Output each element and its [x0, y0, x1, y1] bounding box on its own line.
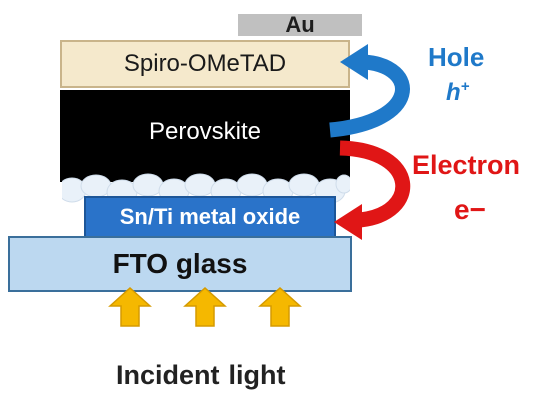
incident-light-caption: Incident light — [116, 360, 286, 391]
light-word: light — [228, 360, 286, 390]
electron-label: Electron — [412, 150, 521, 180]
mesoporous-oxide-layer — [62, 173, 350, 205]
perovskite-layer: Perovskite — [60, 90, 350, 182]
spiro-ometad-layer: Spiro-OMeTAD — [60, 40, 350, 88]
au-label: Au — [285, 12, 315, 37]
hole-label: Hole — [428, 42, 485, 72]
sn-ti-oxide-layer: Sn/Ti metal oxide — [84, 196, 336, 238]
au-electrode: Au — [238, 12, 362, 37]
incident-light-arrow-icon — [183, 286, 227, 327]
hole-arrow-icon — [329, 44, 410, 138]
perovskite-label: Perovskite — [148, 118, 262, 145]
electron-arrow-icon — [334, 140, 411, 240]
incident-word: Incident — [116, 360, 220, 390]
incident-light-arrow-icon — [108, 286, 152, 327]
incident-light-arrow-icon — [258, 286, 302, 327]
sn-ti-label: Sn/Ti metal oxide — [119, 204, 301, 229]
hole-symbol-sup: + — [460, 78, 470, 95]
electron-symbol: e− — [454, 194, 486, 225]
fto-glass-layer: FTO glass — [8, 236, 352, 292]
fto-label: FTO glass — [112, 248, 248, 279]
hole-symbol: h+ — [446, 78, 469, 107]
hole-symbol-letter: h — [446, 79, 461, 106]
spiro-label: Spiro-OMeTAD — [123, 50, 287, 77]
